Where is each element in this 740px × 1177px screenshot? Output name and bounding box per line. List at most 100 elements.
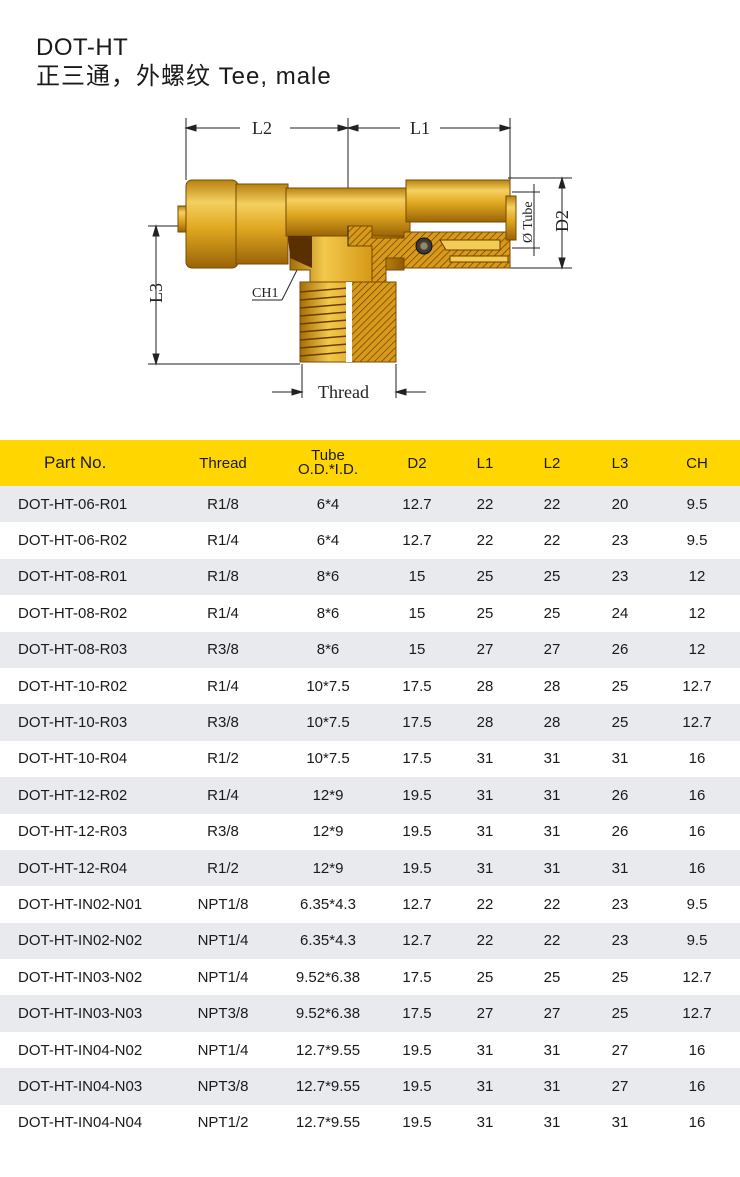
cell-tube: 6*4 [316, 532, 340, 550]
cell-ch: 16 [688, 1114, 706, 1132]
cell-ch: 16 [688, 1041, 706, 1059]
cell-part: DOT-HT-IN02-N01 [18, 895, 143, 913]
cell-l2: 31 [543, 1041, 561, 1059]
cell-ch: 16 [688, 859, 706, 877]
cell-l2: 31 [543, 1114, 561, 1132]
column-header-tube-line1: Tube [311, 447, 345, 464]
cell-tube: 9.52*6.38 [295, 1005, 361, 1023]
cell-ch: 16 [688, 750, 706, 768]
cell-tube: 12.7*9.55 [295, 1114, 361, 1132]
cell-tube: 6.35*4.3 [300, 895, 356, 913]
cell-part: DOT-HT-06-R01 [18, 495, 128, 513]
cell-l3: 25 [611, 677, 629, 695]
column-header-d2: D2 [407, 454, 427, 472]
cell-l3: 31 [611, 750, 629, 768]
cell-part: DOT-HT-10-R03 [18, 714, 128, 732]
cell-l2: 31 [543, 1077, 561, 1095]
cell-part: DOT-HT-08-R01 [18, 568, 128, 586]
table-header-row: Part No. Thread Tube O.D.*I.D. D2 L1 L2 … [0, 440, 740, 486]
cell-d2: 12.7 [402, 932, 432, 950]
column-header-l3: L3 [611, 454, 629, 472]
cell-ch: 9.5 [686, 495, 708, 513]
cell-tube: 10*7.5 [306, 750, 350, 768]
cell-l2: 31 [543, 750, 561, 768]
cell-d2: 12.7 [402, 895, 432, 913]
cell-l1: 31 [476, 859, 494, 877]
cell-ch: 12.7 [682, 1005, 712, 1023]
cell-tube: 12*9 [312, 859, 344, 877]
cell-thread: R1/2 [207, 859, 239, 877]
cell-thread: R1/4 [207, 786, 239, 804]
cell-thread: R1/4 [207, 532, 239, 550]
cell-d2: 17.5 [402, 1005, 432, 1023]
l3-label: L3 [146, 283, 166, 303]
cell-l3: 23 [611, 932, 629, 950]
cell-ch: 16 [688, 823, 706, 841]
cell-l3: 26 [611, 641, 629, 659]
cell-l2: 28 [543, 714, 561, 732]
cell-tube: 8*6 [316, 568, 340, 586]
cell-l1: 22 [476, 895, 494, 913]
cell-thread: NPT3/8 [197, 1005, 249, 1023]
cell-thread: R1/8 [207, 568, 239, 586]
cell-l3: 23 [611, 532, 629, 550]
cell-l3: 26 [611, 823, 629, 841]
cell-l3: 25 [611, 1005, 629, 1023]
cell-l3: 27 [611, 1077, 629, 1095]
cell-thread: R3/8 [207, 641, 239, 659]
cell-thread: R1/4 [207, 677, 239, 695]
cell-l3: 24 [611, 604, 629, 622]
cell-part: DOT-HT-06-R02 [18, 532, 128, 550]
cell-part: DOT-HT-IN02-N02 [18, 932, 143, 950]
cell-l1: 28 [476, 677, 494, 695]
cell-part: DOT-HT-IN04-N03 [18, 1077, 143, 1095]
cell-l1: 28 [476, 714, 494, 732]
column-header-ch: CH [686, 454, 708, 472]
dimension-l1 [346, 118, 512, 180]
cell-thread: NPT1/4 [197, 1041, 249, 1059]
cell-l3: 25 [611, 714, 629, 732]
cell-l1: 31 [476, 823, 494, 841]
cell-part: DOT-HT-IN04-N02 [18, 1041, 143, 1059]
cell-d2: 17.5 [402, 677, 432, 695]
ch1-label: CH1 [252, 286, 278, 301]
cell-l3: 25 [611, 968, 629, 986]
cell-l2: 31 [543, 786, 561, 804]
cell-ch: 16 [688, 1077, 706, 1095]
dimension-tube [512, 184, 540, 256]
column-header-l1: L1 [476, 454, 494, 472]
cell-part: DOT-HT-IN03-N03 [18, 1005, 143, 1023]
cell-tube: 10*7.5 [306, 677, 350, 695]
product-description-title: 正三通，外螺纹 Tee, male [36, 63, 332, 90]
cell-ch: 16 [688, 786, 706, 804]
cell-l3: 27 [611, 1041, 629, 1059]
cell-part: DOT-HT-08-R02 [18, 604, 128, 622]
l1-label: L1 [410, 118, 430, 138]
cell-l1: 27 [476, 641, 494, 659]
cell-ch: 12.7 [682, 677, 712, 695]
cell-l1: 25 [476, 604, 494, 622]
cell-part: DOT-HT-12-R04 [18, 859, 128, 877]
thread-label: Thread [318, 382, 369, 402]
column-header-tube: Tube O.D.*I.D. [274, 440, 382, 486]
cell-part: DOT-HT-12-R02 [18, 786, 128, 804]
cell-part: DOT-HT-10-R04 [18, 750, 128, 768]
cell-ch: 12 [688, 604, 706, 622]
cell-l3: 26 [611, 786, 629, 804]
cell-ch: 12.7 [682, 968, 712, 986]
cell-ch: 9.5 [686, 532, 708, 550]
cell-thread: NPT3/8 [197, 1077, 249, 1095]
cell-thread: NPT1/4 [197, 968, 249, 986]
